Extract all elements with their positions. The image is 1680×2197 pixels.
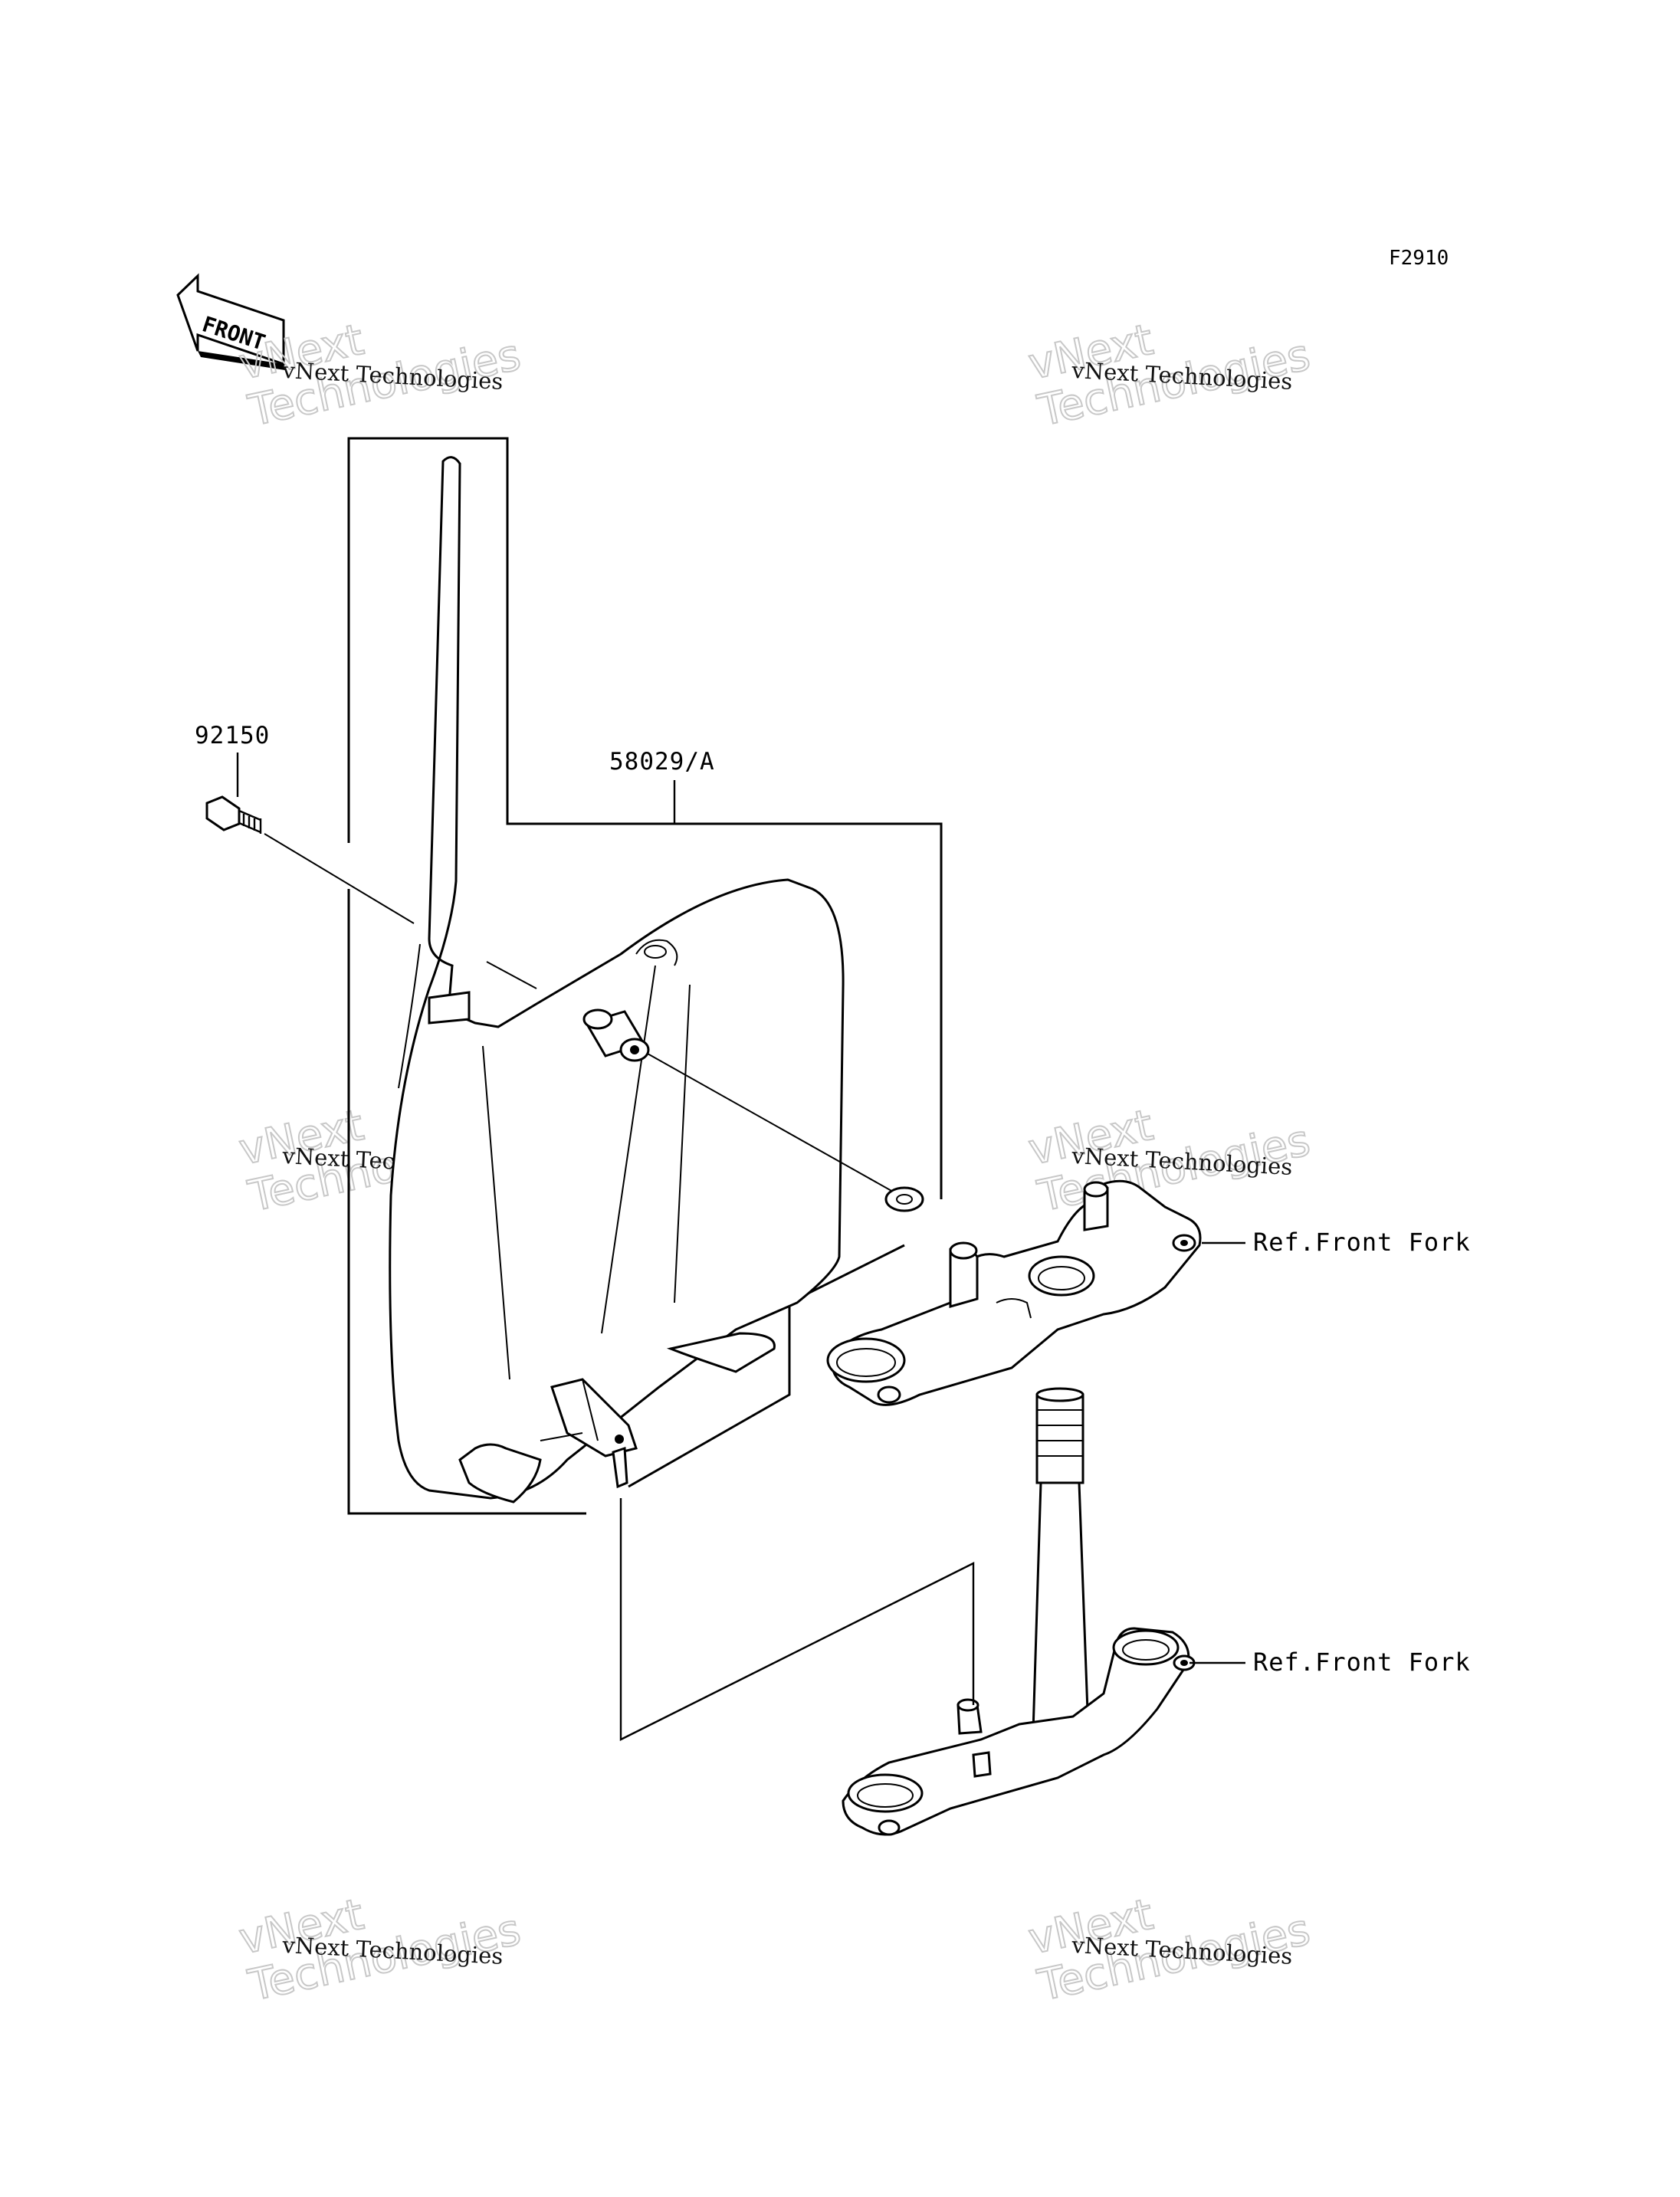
label-58029a: 58029/A xyxy=(609,748,715,776)
group-bracket xyxy=(347,437,943,1515)
connector-line xyxy=(619,1498,975,1741)
watermark-top-left: vNext Technologies vNext Technologies xyxy=(235,314,526,437)
label-92150: 92150 xyxy=(195,722,270,749)
ref-front-fork-upper: Ref.Front Fork xyxy=(1253,1228,1471,1257)
bolt-92150-icon xyxy=(205,795,262,834)
number-plate xyxy=(389,456,845,1503)
bolt-leader-line xyxy=(264,833,415,924)
upper-triple-clamp xyxy=(826,1179,1202,1406)
spacer-leader-line xyxy=(647,1053,894,1192)
watermark-mid-right: vNext Technologies vNext Technologies xyxy=(1024,1100,1315,1222)
washer xyxy=(884,1186,924,1212)
steering-stem xyxy=(1017,1387,1104,1756)
watermark-bottom-left: vNext Technologies vNext Technologies xyxy=(235,1889,526,2012)
front-arrow-icon: FRONT xyxy=(176,273,285,370)
watermark-bottom-right: vNext Technologies vNext Technologies xyxy=(1024,1889,1315,2012)
watermark-top-right: vNext Technologies vNext Technologies xyxy=(1024,314,1315,437)
diagram-code: F2910 xyxy=(1389,247,1449,270)
ref-front-fork-lower: Ref.Front Fork xyxy=(1253,1648,1471,1677)
lower-triple-clamp xyxy=(842,1627,1196,1836)
